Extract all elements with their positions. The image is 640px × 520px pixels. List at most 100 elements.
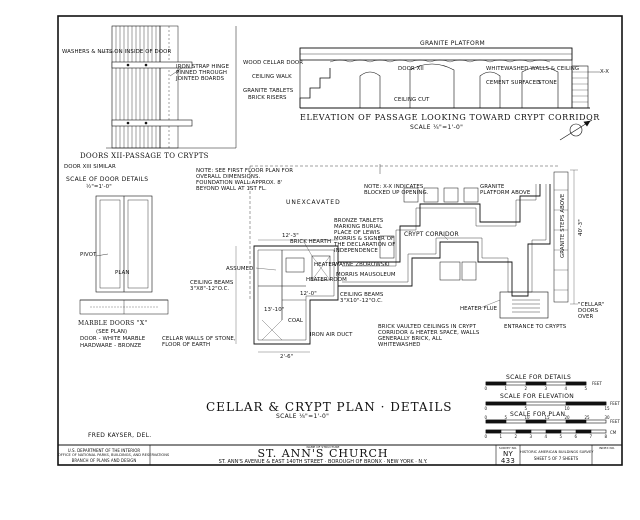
scale-bar-plan bbox=[485, 419, 607, 424]
heater-room-label: HEATER ROOM bbox=[306, 277, 347, 283]
marble-door-line1: DOOR - WHITE MARBLE bbox=[80, 336, 146, 342]
scale-tick-label: 5 bbox=[559, 434, 563, 439]
scale-tick-label: 1 bbox=[499, 434, 503, 439]
survey-state: NY bbox=[502, 450, 514, 458]
plan-label: PLAN bbox=[115, 270, 130, 276]
whitewashed-label: WHITEWASHED WALLS & CEILING bbox=[486, 66, 580, 72]
main-title-scale: SCALE ⅛"=1'-0" bbox=[276, 413, 330, 420]
agency-line-3: BRANCH OF PLANS AND DESIGN bbox=[71, 458, 137, 463]
scale-tick-label: 7 bbox=[589, 434, 593, 439]
scale-tick-label: 6 bbox=[574, 434, 578, 439]
bronze-tablets-label: BRONZE TABLETS MARKING BURIAL PLACE OF L… bbox=[334, 218, 396, 254]
door-scale-note: SCALE OF DOOR DETAILS bbox=[66, 176, 149, 183]
cement-surfaced-label: CEMENT SURFACED bbox=[486, 80, 541, 86]
scale-tick-label: 4 bbox=[544, 434, 548, 439]
granite-tablets-label: GRANITE TABLETS bbox=[243, 88, 294, 94]
survey-no-caption: SURVEY NO. bbox=[498, 446, 518, 450]
scale-tick-label: 25 bbox=[584, 415, 590, 420]
scale-bar-metric bbox=[485, 429, 607, 434]
dim-12-3: 12'-3" bbox=[282, 233, 299, 239]
scale-tick-label: 5 bbox=[504, 415, 508, 420]
heater-label: HEATER bbox=[314, 262, 336, 268]
church-address: ST. ANN'S AVENUE & EAST 140TH STREET · B… bbox=[218, 459, 428, 465]
assumed-label: ASSUMED bbox=[226, 266, 254, 272]
hinge-label: IRON STRAP HINGE PINNED THROUGH JOINTED … bbox=[176, 64, 230, 82]
dim-40-3: 40'-3" bbox=[578, 219, 584, 236]
scale-bar-elevation bbox=[485, 401, 607, 406]
scale-tick-label: 30 bbox=[604, 415, 610, 420]
cellar-doors-label: "CELLAR" DOORS OVER bbox=[578, 302, 605, 320]
door-xii-label: DOOR XII bbox=[398, 66, 424, 72]
door-xii-title: DOORS XII-PASSAGE TO CRYPTS bbox=[80, 152, 209, 160]
granite-steps-label: GRANITE STEPS ABOVE bbox=[560, 193, 566, 258]
scale-metric-unit: CM bbox=[610, 430, 617, 435]
granite-platform-above: GRANITE PLATFORM ABOVE bbox=[480, 184, 531, 196]
cellar-crypt-plan bbox=[235, 164, 578, 353]
ceiling-beams-right: CEILING BEAMS 3"X10"-12"O.C. bbox=[340, 292, 384, 304]
wayne-zborowski-label: WAYNE ZBOROWSKI bbox=[334, 262, 390, 268]
dim-13-10: 13'-10" bbox=[264, 307, 285, 313]
drawn-by: FRED KAYSER, DEL. bbox=[88, 432, 152, 439]
scale-plan-unit: FEET bbox=[610, 419, 620, 424]
first-floor-note: NOTE: SEE FIRST FLOOR PLAN FOR OVERALL D… bbox=[196, 168, 294, 192]
iron-air-duct-label: IRON AIR DUCT bbox=[310, 332, 353, 338]
scale-tick-label: 3 bbox=[529, 434, 533, 439]
scale-elevation-unit: FEET bbox=[610, 401, 620, 406]
scale-tick-label: 15 bbox=[544, 415, 550, 420]
scale-tick-label: 2 bbox=[524, 386, 528, 391]
brick-hearth-label: BRICK HEARTH bbox=[290, 239, 332, 245]
scale-tick-label: 2 bbox=[514, 434, 518, 439]
church-name: ST. ANN'S CHURCH bbox=[257, 447, 389, 460]
heater-flue-label: HEATER FLUE bbox=[460, 306, 498, 312]
scale-tick-label: 15 bbox=[604, 406, 610, 411]
cellar-walls-label: CELLAR WALLS OF STONE, FLOOR OF EARTH bbox=[162, 336, 236, 348]
xx-label: X-X bbox=[600, 69, 610, 75]
washers-label: WASHERS & NUTS ON INSIDE OF DOOR bbox=[62, 49, 172, 55]
passage-elevation bbox=[299, 47, 600, 109]
title-block-lines bbox=[58, 444, 622, 465]
sheet-border bbox=[57, 15, 623, 466]
ceiling-walk-label: CEILING WALK bbox=[252, 74, 292, 80]
ceiling-beams-left: CEILING BEAMS 3"X8"-12"O.C. bbox=[190, 280, 234, 292]
elevation-title: ELEVATION OF PASSAGE LOOKING TOWARD CRYP… bbox=[300, 113, 600, 122]
dim-2-6: 2'-6" bbox=[280, 354, 294, 360]
ceiling-cut-label: CEILING CUT bbox=[394, 97, 430, 103]
entrance-label: ENTRANCE TO CRYPTS bbox=[504, 324, 567, 330]
dim-12-0: 12'-0" bbox=[300, 291, 317, 297]
scale-tick-label: 5 bbox=[524, 406, 528, 411]
stone-label: STONE bbox=[538, 80, 557, 86]
scale-tick-label: 0 bbox=[484, 386, 488, 391]
wood-cellar-door-label: WOOD CELLAR DOOR bbox=[243, 60, 304, 66]
agency-line-2: OFFICE OF NATIONAL PARKS, BUILDINGS, AND… bbox=[58, 453, 170, 457]
sheet-number: SHEET 5 OF 7 SHEETS bbox=[533, 456, 579, 461]
scale-tick-label: 3 bbox=[544, 386, 548, 391]
pivot-label: PIVOT bbox=[80, 252, 97, 258]
door-xii-detail bbox=[100, 25, 237, 149]
marble-doors-title: MARBLE DOORS "X" bbox=[78, 320, 148, 327]
granite-platform-label: GRANITE PLATFORM bbox=[420, 40, 486, 47]
marble-door-line2: HARDWARE - BRONZE bbox=[80, 343, 142, 349]
scale-tick-label: 0 bbox=[484, 434, 488, 439]
scale-tick-label: 0 bbox=[484, 415, 488, 420]
north-arrow-icon bbox=[559, 119, 593, 141]
agency-line-1: U.S. DEPARTMENT OF THE INTERIOR bbox=[67, 448, 141, 453]
survey-number: 433 bbox=[500, 457, 516, 465]
marble-door-detail bbox=[79, 195, 169, 315]
door-scale-value: ½"=1'-0" bbox=[86, 184, 112, 190]
scale-plan-title: SCALE FOR PLAN bbox=[510, 411, 566, 418]
scale-tick-label: 10 bbox=[524, 415, 530, 420]
elevation-scale: SCALE ¼"=1'-0" bbox=[410, 124, 464, 131]
scale-tick-label: 8 bbox=[604, 434, 608, 439]
scale-details-title: SCALE FOR DETAILS bbox=[506, 374, 572, 381]
graphic-scales bbox=[485, 381, 607, 434]
coal-label: COAL bbox=[288, 318, 304, 324]
door-xiii-note: DOOR XIII SIMILAR bbox=[64, 164, 116, 170]
scale-tick-label: 4 bbox=[564, 386, 568, 391]
scale-tick-label: 5 bbox=[584, 386, 588, 391]
habs-label: HISTORIC AMERICAN BUILDINGS SURVEY bbox=[520, 450, 594, 454]
xx-note: NOTE: X-X INDICATES BLOCKED UP OPENING. bbox=[364, 184, 429, 196]
marble-doors-sub: (SEE PLAN) bbox=[96, 329, 128, 335]
scale-elevation-title: SCALE FOR ELEVATION bbox=[500, 393, 575, 400]
morris-mausoleum-label: MORRIS MAUSOLEUM bbox=[336, 272, 396, 278]
